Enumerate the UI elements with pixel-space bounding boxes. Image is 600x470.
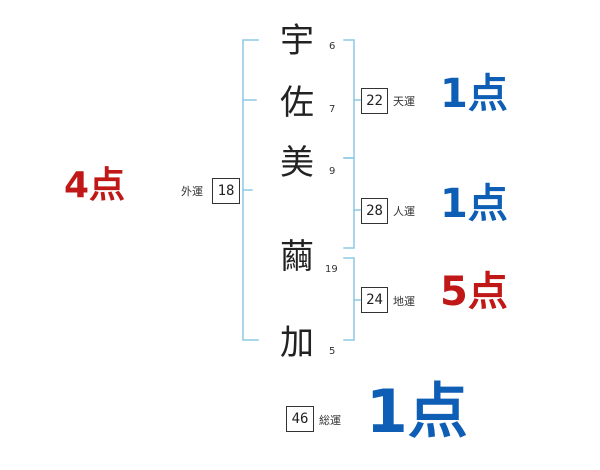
name-char-2: 佐 [280,83,314,123]
chiun-value-box: 24 [361,287,388,313]
souun-value-box: 46 [286,406,314,432]
jinun-label: 人運 [393,205,415,218]
bracket-segment [343,257,355,341]
bracket-segment [343,39,355,159]
jinun-value-box: 28 [361,198,388,224]
jinun-score: 1点 [440,181,508,227]
name-char-5: 加 [280,323,314,363]
name-char-3: 美 [280,143,314,183]
stroke-count-1: 6 [329,41,336,52]
chiun-score: 5点 [440,269,508,315]
gaiun-value-box: 18 [212,178,240,204]
tenun-value-box: 22 [361,88,388,114]
gaiun-score: 4点 [64,165,126,206]
chiun-label: 地運 [393,295,415,308]
stroke-count-2: 7 [329,104,336,115]
souun-label: 総運 [319,414,341,427]
gaiun-label: 外運 [181,185,203,198]
name-char-1: 宇 [280,21,314,61]
stroke-count-4: 19 [325,264,338,275]
name-char-4: 繭 [280,237,314,277]
bracket-segment [343,157,355,249]
stroke-count-5: 5 [329,346,336,357]
tenun-label: 天運 [393,95,415,108]
stroke-count-3: 9 [329,166,336,177]
tenun-score: 1点 [440,71,508,117]
souun-score: 1点 [366,377,468,447]
